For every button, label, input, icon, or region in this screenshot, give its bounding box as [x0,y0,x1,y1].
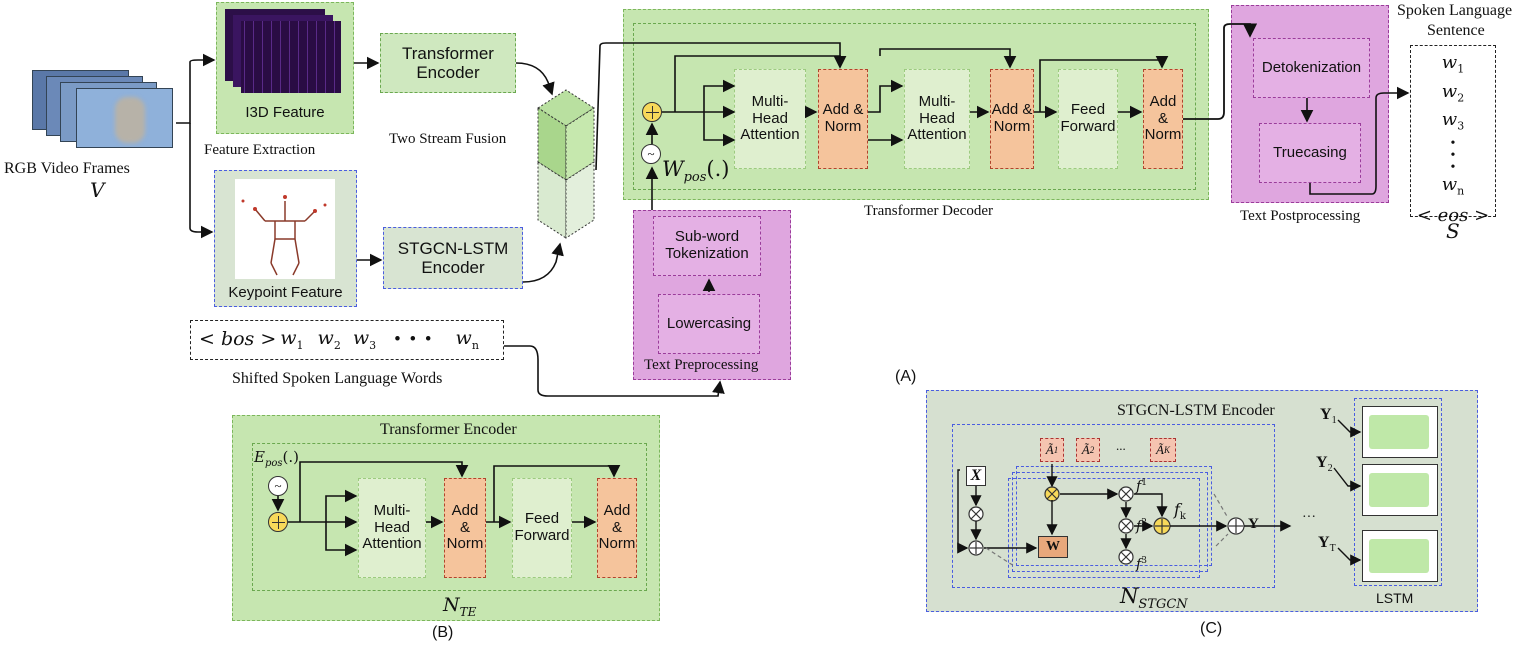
text-postprocessing-label: Text Postprocessing [1240,208,1361,224]
word-w3: w3 [352,326,377,352]
output-sentence-box: w1 w2 w3 ••• wn < eos > [1410,45,1496,226]
decoder-add-norm-2: Add & Norm [990,69,1034,169]
stgcn-yt-label: YT [1318,534,1336,555]
encoder-detail-title: Transformer Encoder [380,421,517,438]
stgcn-kernel-stack-1 [1008,478,1200,578]
encoder-detail-symbol: NTE [443,594,477,619]
stgcn-y1-label: Y1 [1320,406,1337,427]
word-dots: • • • [394,329,434,351]
output-title-line2: Sentence [1427,22,1485,39]
shifted-words-label: Shifted Spoken Language Words [232,370,443,387]
two-stream-fusion-label: Two Stream Fusion [389,131,507,147]
decoder-add-norm-3: Add & Norm [1143,69,1183,169]
output-word-2: w2 [1441,80,1465,105]
transformer-decoder-label: Transformer Decoder [864,203,993,219]
text-preprocessing-label: Text Preprocessing [644,357,759,373]
rgb-video-frames-image [32,70,177,148]
skeleton-svg [241,195,327,276]
stgcn-x-input: X [966,466,986,486]
stgcn-w-weight: W [1038,536,1068,558]
bos-token: < bos > [199,328,277,351]
output-eos-token: < eos > [1416,205,1490,227]
transformer-encoder-block: Transformer Encoder [380,33,516,93]
stgcn-sequence-dots: ··· [1302,510,1316,525]
keypoint-feature-panel: Keypoint Feature [214,170,357,307]
panel-a-label: (A) [895,368,917,385]
stgcn-matrix-ellipsis: ... [1116,438,1126,453]
i3d-feature-panel: I3D Feature [216,2,354,134]
i3d-feature-label: I3D Feature [245,104,325,121]
lstm-cell-2 [1362,464,1438,516]
encoder-add-norm-2: Add & Norm [597,478,637,578]
i3d-feature-image [225,9,345,99]
stgcn-detail-symbol: NSTGCN [1120,584,1188,613]
keypoint-feature-label: Keypoint Feature [228,284,343,301]
word-w1: w1 [280,326,304,352]
word-wn: wn [455,326,479,352]
stgcn-y2-label: Y2 [1316,454,1333,475]
encoder-add-icon [268,512,288,532]
encoder-feed-forward: Feed Forward [512,478,572,578]
decoder-feed-forward: Feed Forward [1058,69,1118,169]
output-title-line1: Spoken Language [1397,2,1513,19]
lowercasing-block: Lowercasing [658,294,760,354]
lstm-cell-t [1362,530,1438,582]
decoder-multihead-attention-2: Multi-Head Attention [904,69,970,169]
stgcn-detail-title: STGCN-LSTM Encoder [1117,402,1275,419]
stgcn-fk-label: fk [1174,500,1186,523]
output-symbol: S [1446,219,1460,243]
decoder-positional-encoding-label: Wpos(.) [662,157,730,186]
stgcn-f3-label: f3 [1136,556,1147,573]
encoder-detail-inner [252,443,647,591]
shifted-words-box: < bos > w1 w2 w3 • • • wn [190,320,504,360]
panel-c-label: (C) [1200,620,1223,637]
lstm-cell-1 [1362,406,1438,458]
two-stream-fusion-cube [536,88,596,243]
word-w2: w2 [317,326,341,352]
output-word-n: wn [1441,173,1465,198]
decoder-multihead-attention-1: Multi-Head Attention [734,69,806,169]
truecasing-block: Truecasing [1259,123,1361,183]
decoder-positional-sine-icon: ~ [641,144,661,164]
encoder-positional-sine-icon: ~ [268,476,288,496]
stgcn-kernel-stack-2 [1012,472,1208,572]
rgb-video-frames-label: RGB Video Frames [4,160,130,177]
encoder-add-norm-1: Add & Norm [444,478,486,578]
decoder-add-norm-1: Add & Norm [818,69,868,169]
stgcn-y-output-label: Y [1248,516,1259,532]
encoder-multihead-attention: Multi-Head Attention [358,478,426,578]
lstm-stack-frame [1354,398,1442,586]
stgcn-lstm-encoder-block: STGCN-LSTM Encoder [383,227,523,289]
output-word-1: w1 [1441,52,1465,76]
stgcn-f1-label: f1 [1136,478,1147,495]
output-word-3: w3 [1441,109,1465,133]
lstm-label: LSTM [1376,590,1414,606]
stgcn-block-frame [952,424,1275,588]
keypoint-skeleton-image [235,179,335,279]
stgcn-kernel-stack-3 [1016,466,1212,566]
encoder-positional-encoding-label: Epos(.) [254,448,299,469]
subword-tokenization-block: Sub-word Tokenization [653,216,761,276]
output-vertical-dots: ••• [1450,135,1456,175]
decoder-add-icon [642,102,662,122]
detokenization-block: Detokenization [1253,38,1370,98]
transformer-decoder-inner [633,23,1196,190]
rgb-symbol: V [90,178,105,202]
feature-extraction-label: Feature Extraction [204,142,316,158]
panel-b-label: (B) [432,624,454,641]
